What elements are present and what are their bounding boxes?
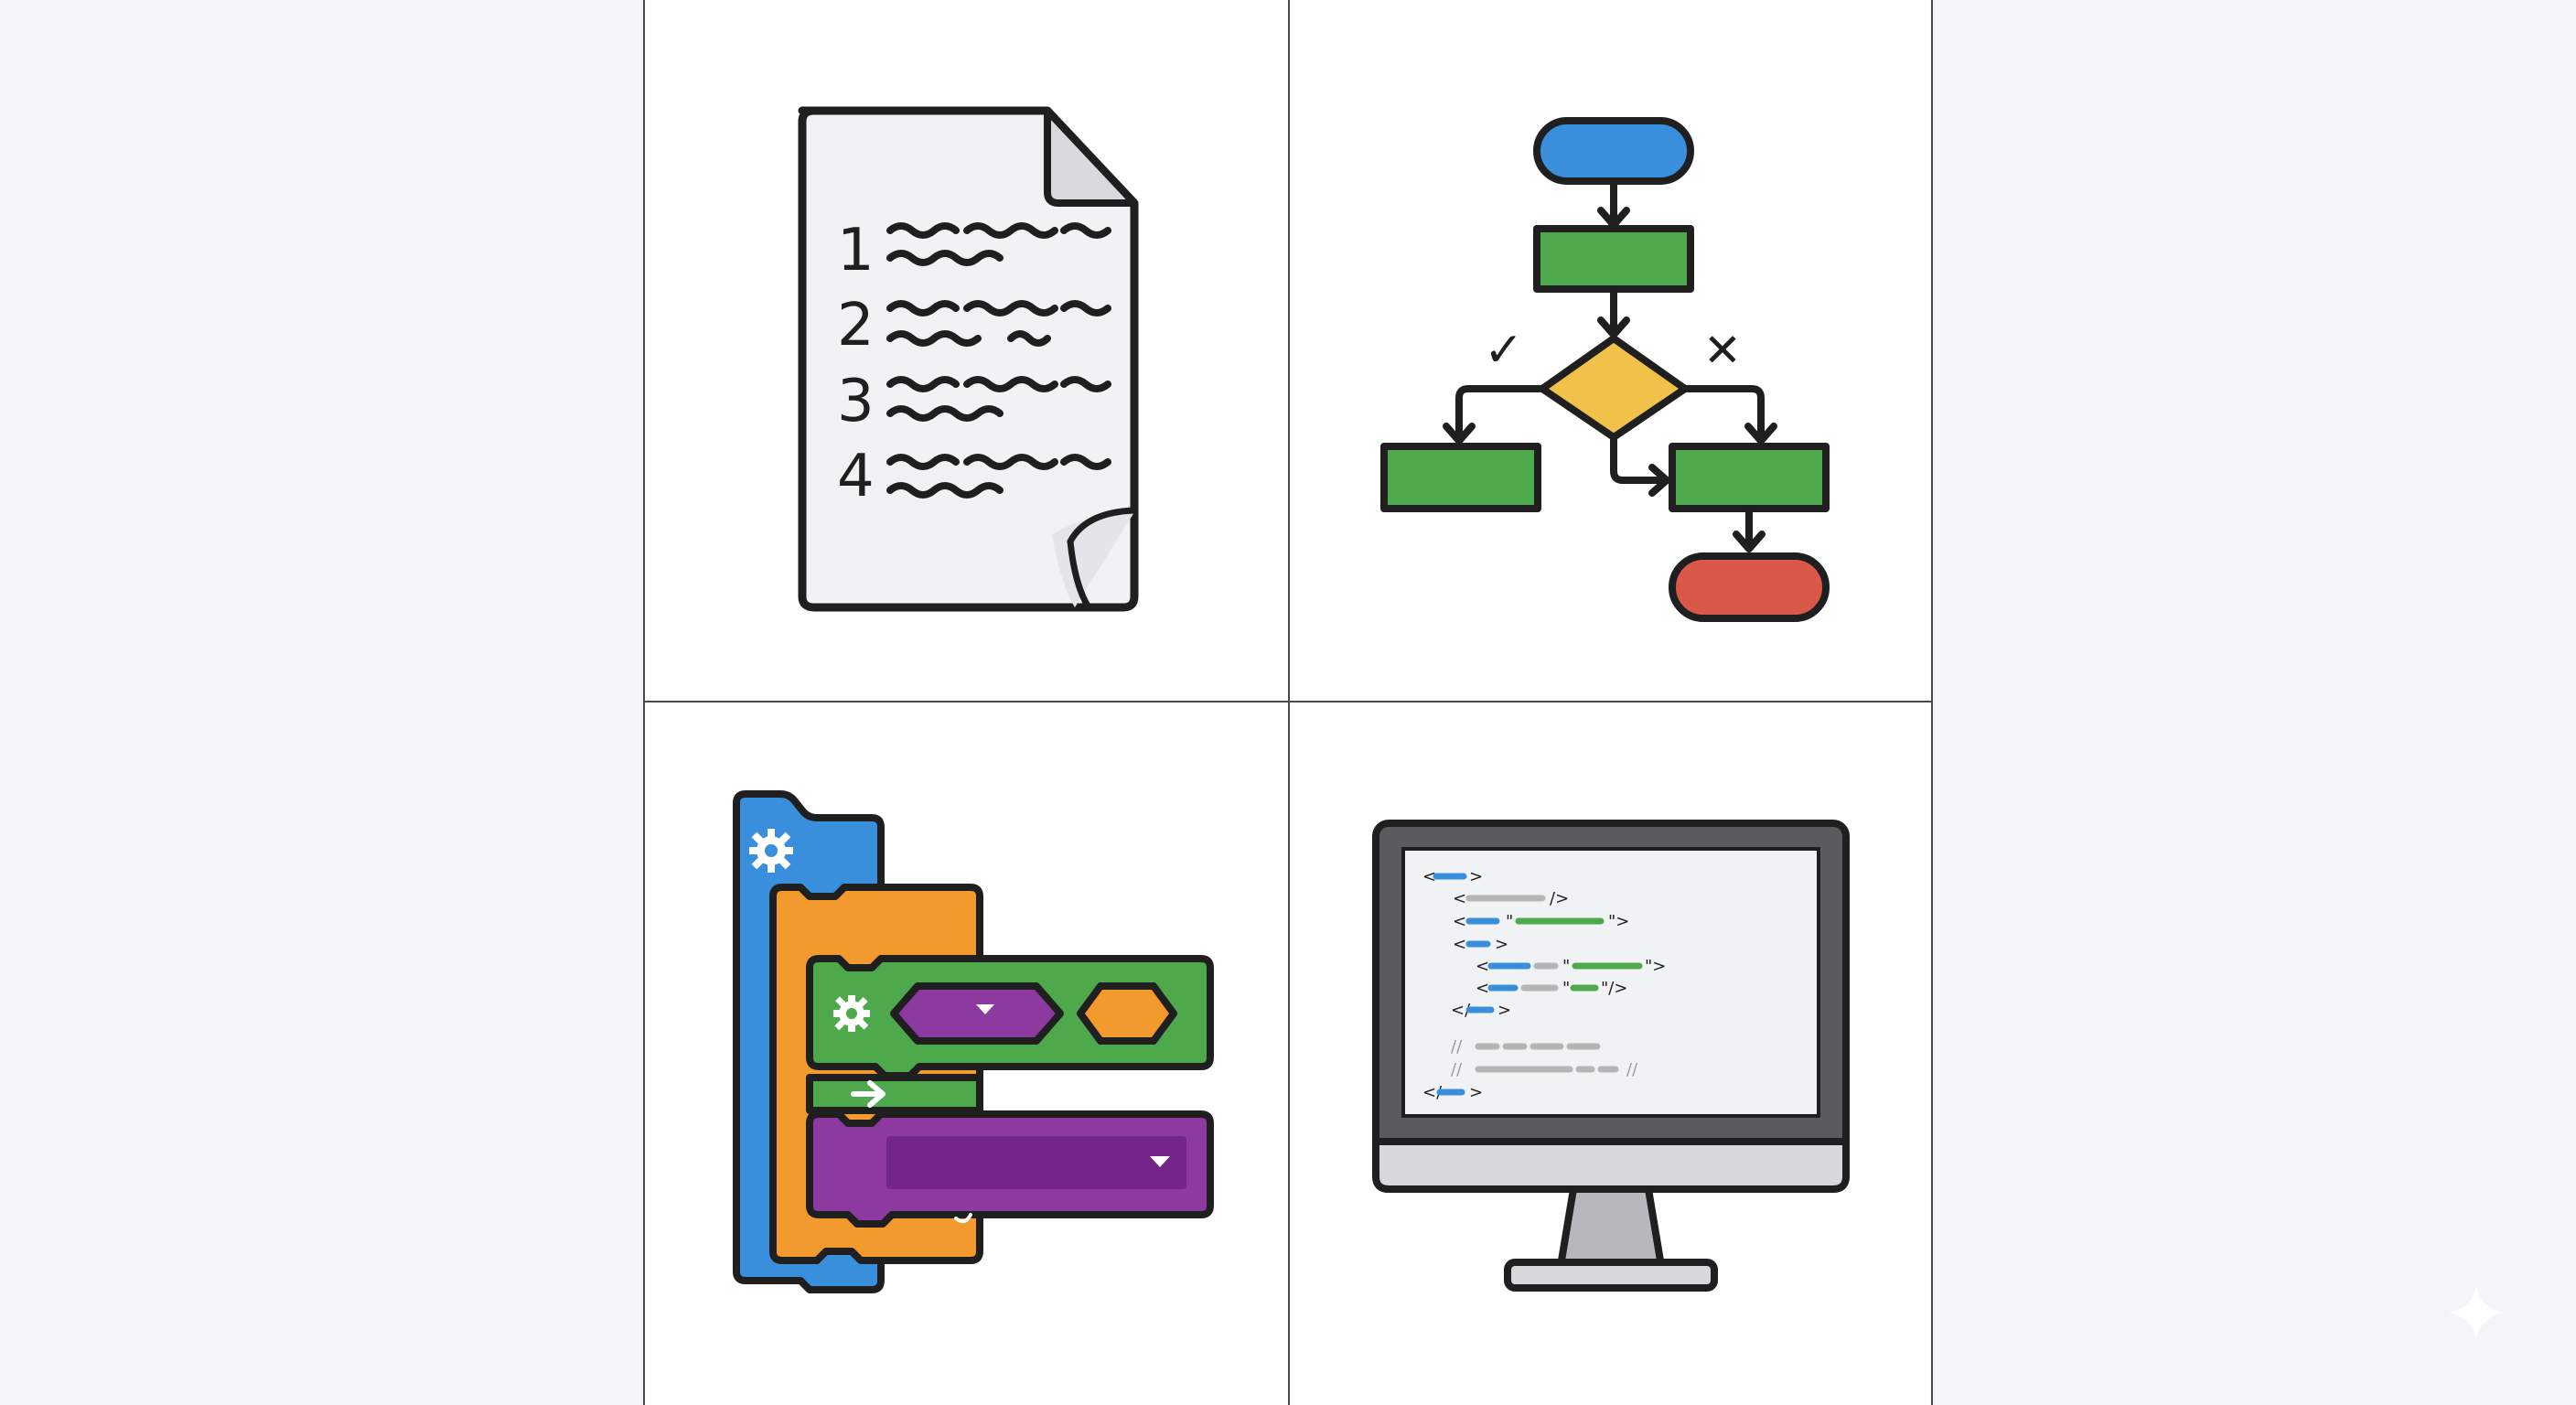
code-close-tag: > [1469, 867, 1483, 886]
no-cross-mark: ✕ [1703, 324, 1742, 377]
horizontal-divider [645, 701, 1931, 702]
code-close-tag: > [1469, 1083, 1483, 1102]
code-blocks-panel [645, 702, 1288, 1405]
monitor-neck [1557, 1185, 1665, 1270]
text-line-2a [886, 300, 1111, 316]
vertical-divider [1288, 0, 1290, 1405]
flow-start-terminal [1533, 117, 1694, 185]
flow-decision-diamond [1539, 335, 1689, 441]
text-line-3a [886, 376, 1111, 392]
text-line-4a [886, 454, 1111, 470]
code-quote-open: " [1562, 979, 1570, 998]
flow-end-terminal [1669, 552, 1830, 622]
purple-dropdown-field [886, 1136, 1186, 1189]
yes-check-mark: ✓ [1484, 323, 1524, 378]
return-icon [954, 1213, 972, 1224]
list-number-3: 3 [837, 368, 875, 435]
code-monitor-icon: < < < < < < </ // // // </ /> " "> > " "… [1372, 820, 1850, 1292]
code-open-tag: < [1422, 867, 1436, 886]
text-line-4b [886, 482, 1004, 499]
monitor-stand-base [1504, 1259, 1718, 1292]
code-open-tag: < [1476, 957, 1489, 976]
gear-icon [749, 829, 793, 873]
orange-value-input [1077, 982, 1177, 1045]
paper-bottom-curl [1067, 507, 1135, 609]
code-comment-marker: // [1626, 1060, 1638, 1079]
green-action-block-tail [806, 1074, 983, 1114]
monitor-chin [1372, 1138, 1850, 1193]
code-close-tag: > [1497, 1001, 1511, 1020]
text-line-2b [886, 330, 1051, 347]
code-self-close: /> [1550, 889, 1569, 908]
text-line-1a [886, 222, 1111, 239]
sparkle-icon [2448, 1284, 2505, 1341]
code-comment-marker: // [1451, 1060, 1463, 1079]
code-open-tag: < [1453, 889, 1466, 908]
code-comment-marker: // [1451, 1037, 1463, 1056]
code-monitor-panel: < < < < < < </ // // // </ /> " "> > " "… [1290, 702, 1931, 1405]
chevron-down-icon [1150, 1156, 1170, 1167]
paper-corner-fold [1044, 107, 1138, 207]
purple-dropdown-input [890, 982, 1064, 1045]
code-open-tag: < [1453, 935, 1466, 954]
list-number-1: 1 [837, 217, 875, 284]
list-number-4: 4 [837, 443, 875, 510]
code-quote-close: "> [1645, 957, 1666, 976]
flow-no-box [1669, 443, 1830, 512]
text-line-3b [886, 405, 1004, 422]
code-quote-open: " [1506, 912, 1513, 931]
code-open-tag: < [1453, 912, 1466, 931]
flowchart-icon: ✓ ✕ [1380, 117, 1830, 622]
numbered-list-document-panel: 1 1 2 3 4 [645, 0, 1288, 701]
chevron-down-icon [976, 1004, 994, 1014]
code-quote-close: "> [1608, 912, 1629, 931]
code-quote-self-close: "/> [1601, 979, 1627, 998]
code-open-tag: < [1476, 979, 1489, 998]
text-line-1b [886, 250, 1004, 266]
gear-icon [833, 995, 870, 1032]
flowchart-panel: ✓ ✕ [1290, 0, 1931, 701]
code-close-tag: > [1495, 935, 1508, 954]
flow-process-box [1533, 225, 1694, 293]
code-blocks-icon [733, 790, 1214, 1293]
flow-yes-box [1380, 443, 1541, 512]
list-number-2: 2 [837, 292, 875, 359]
code-quote-open: " [1562, 957, 1570, 976]
code-end-tag: </ [1451, 1001, 1471, 1020]
icon-grid: 1 1 2 3 4 [643, 0, 1933, 1405]
arrow-right-icon [851, 1080, 886, 1108]
code-end-tag: </ [1422, 1083, 1443, 1102]
numbered-list-document-icon: 1 1 2 3 4 [798, 106, 1139, 612]
